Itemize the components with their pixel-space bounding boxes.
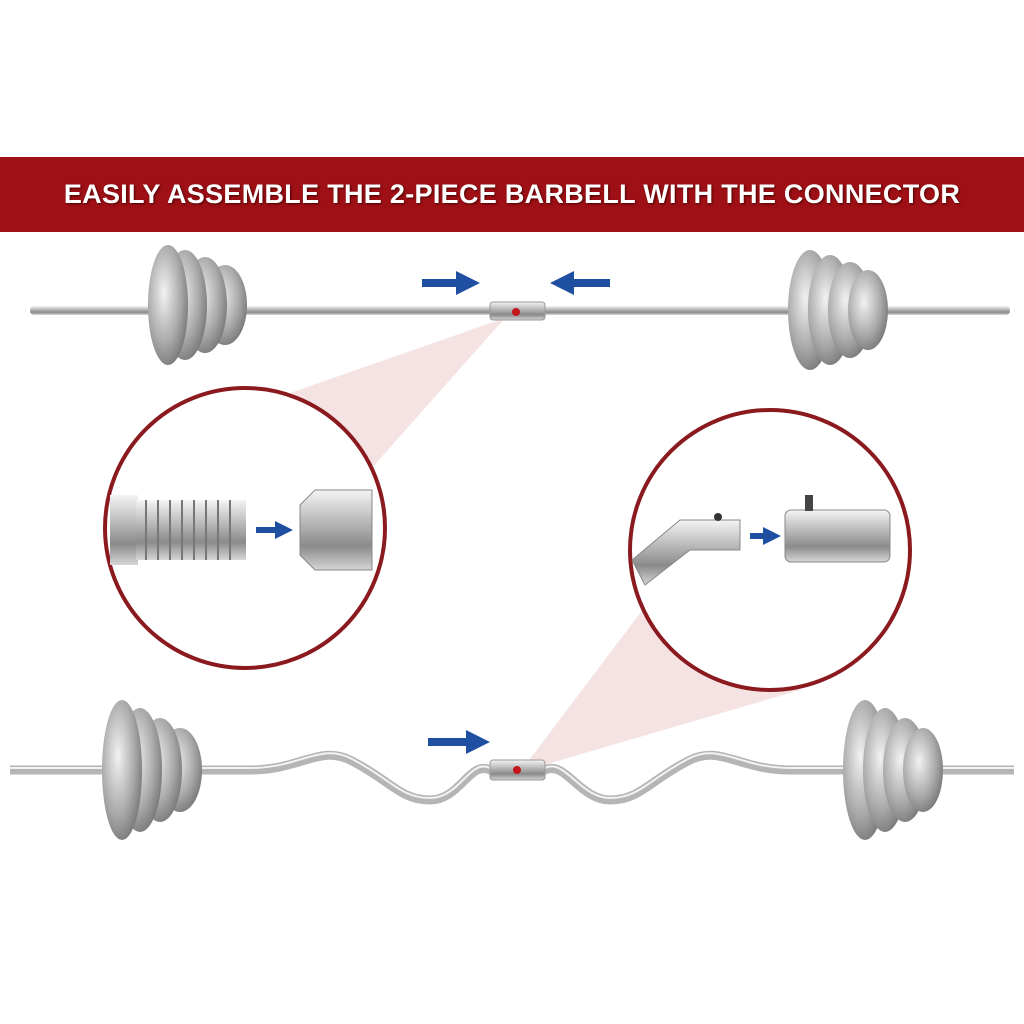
- plates-left: [148, 245, 247, 365]
- plates-right: [843, 700, 943, 840]
- zoom-cone-right: [520, 600, 800, 772]
- title-banner: EASILY ASSEMBLE THE 2-PIECE BARBELL WITH…: [0, 157, 1024, 232]
- banner-title: EASILY ASSEMBLE THE 2-PIECE BARBELL WITH…: [63, 179, 961, 209]
- straight-barbell: [30, 245, 1010, 370]
- detail-circle-pin: [628, 408, 912, 692]
- connector-dot: [513, 766, 521, 774]
- detail-circle-threaded: [103, 386, 387, 670]
- ez-curl-barbell: [10, 700, 1014, 840]
- connector-dot: [512, 308, 520, 316]
- plates-right: [788, 250, 888, 370]
- plates-left: [102, 700, 202, 840]
